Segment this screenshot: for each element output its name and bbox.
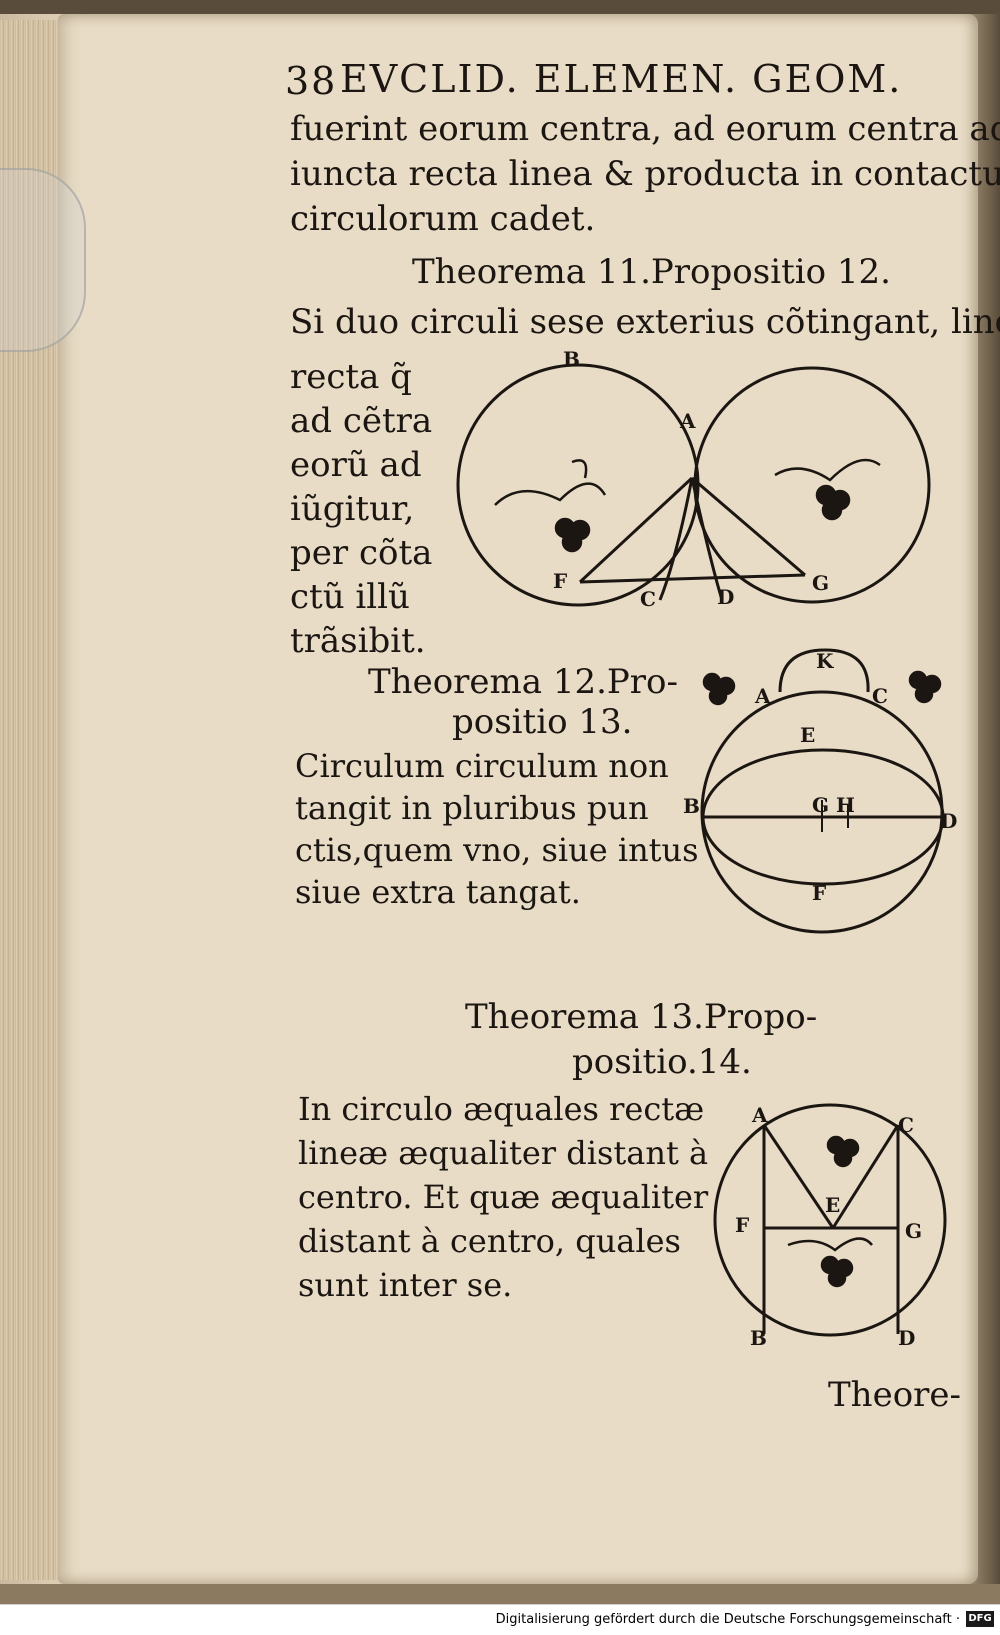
theorem-11-first-line: Si duo circuli sese exterius cõtingant, … [290,302,1000,342]
intro-line: fuerint eorum centra, ad eorum centra ad… [290,109,1000,149]
running-title: EVCLID. ELEMEN. GEOM. [340,57,903,101]
theorem-11-side-line: iũgitur, [290,489,415,529]
theorem-13-line: In circulo æquales rectæ [298,1090,705,1128]
fleuron-ornament [702,672,736,706]
figure-1-line [579,573,806,584]
figure-2-label-k: K [816,649,834,673]
figure-2-label-b: B [683,794,700,818]
figure-3-label-c: C [898,1113,914,1137]
figure-circle-ellipse [700,648,945,934]
figure-2-label-c: C [872,684,888,708]
catchword: Theore- [828,1375,962,1415]
figure-tangent-circles [456,363,931,607]
figure-2-label-a: A [754,684,771,708]
figure-1-label-g: G [812,571,829,595]
theorem-12-line: ctis,quem vno, siue intus [295,831,699,869]
intro-line: circulorum cadet. [290,199,596,239]
footer-bar: Digitalisierung gefördert durch die Deut… [0,1604,1000,1635]
figure-1-line [578,476,694,584]
theorem-13-title-cont: positio.14. [572,1042,752,1082]
theorem-12-line: siue extra tangat. [295,873,581,911]
theorem-12-title: Theorema 12.Pro- [368,662,679,702]
binding-top [0,0,1000,14]
dfg-logo: DFG [966,1611,994,1627]
figure-3-label-g: G [905,1219,922,1243]
theorem-11-side-line: recta q̃ [290,357,412,397]
fleuron-ornament [826,1135,860,1168]
figure-equal-chords [713,1103,947,1337]
figure-2-small-arc [778,648,870,693]
figure-1-label-a: A [679,409,696,433]
theorem-13-line: sunt inter se. [298,1266,513,1304]
theorem-11-side-line: trãsibit. [290,621,426,661]
figure-1-arc [690,477,724,601]
theorem-11-side-line: ad cẽtra [290,401,433,441]
figure-3-label-e: E [825,1193,840,1217]
theorem-13-line: distant à centro, quales [298,1222,681,1260]
figure-1-label-f: F [553,569,567,593]
figure-1-label-b: B [563,347,580,371]
theorem-12-line: tangit in pluribus pun [295,789,649,827]
figure-2-label-gh: G H [812,793,855,817]
figure-1-right-circle [693,366,931,604]
figure-3-label-a: A [751,1103,768,1127]
page-number: 38 [285,59,338,103]
figure-3-line [762,1124,835,1229]
page-edges [0,20,60,1580]
book-page [58,14,978,1584]
theorem-13-line: lineæ æqualiter distant à [298,1134,709,1172]
theorem-12-line: Circulum circulum non [295,747,669,785]
figure-3-line [831,1124,900,1229]
fleuron-ornament [908,670,942,704]
footer-credit: Digitalisierung gefördert durch die Deut… [495,1612,960,1627]
figure-2-label-f: F [812,881,826,905]
figure-1-line [691,476,806,577]
theorem-12-title-cont: positio 13. [452,702,633,742]
fleuron-ornament [494,459,607,553]
figure-2-label-e: E [800,723,815,747]
figure-1-arc [658,477,694,601]
figure-3-label-f: F [735,1213,749,1237]
figure-1-label-d: D [717,585,734,609]
figure-3-label-d: D [898,1326,915,1350]
figure-3-label-b: B [750,1326,767,1350]
theorem-11-title: Theorema 11.Propositio 12. [412,252,891,292]
binding-bottom [0,1584,1000,1604]
intro-line: iuncta recta linea & producta in contact… [290,154,1000,194]
theorem-11-side-line: eorũ ad [290,445,422,485]
theorem-11-side-line: ctũ illũ [290,577,410,617]
theorem-13-title: Theorema 13.Propo- [465,997,818,1037]
fleuron-ornament [774,458,881,521]
theorem-11-side-line: per cõta [290,533,433,573]
figure-3-circle [713,1103,947,1337]
theorem-13-line: centro. Et quæ æqualiter [298,1178,709,1216]
figure-1-label-c: C [640,587,656,611]
fleuron-ornament [787,1237,873,1288]
figure-2-label-d: D [940,809,957,833]
